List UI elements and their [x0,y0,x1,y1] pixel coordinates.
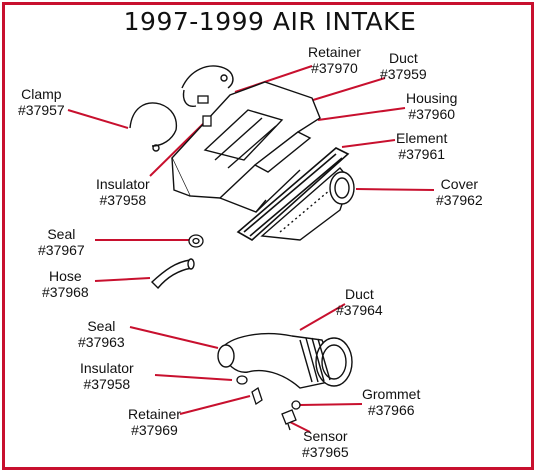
label-housing-37960: Housing#37960 [406,90,458,122]
leader-duct-top [299,77,386,105]
leader-insulator-top [149,121,206,177]
leader-sensor [289,421,311,433]
leader-seal-bottom [129,326,219,349]
label-seal-37963: Seal#37963 [78,318,125,350]
grommet-shape [291,400,301,410]
label-insulator-37958-top: Insulator#37958 [96,176,150,208]
label-retainer-37969: Retainer#37969 [128,406,181,438]
upper-small-parts [188,95,212,248]
label-insulator-37958-bottom: Insulator#37958 [80,360,134,392]
label-duct-37964: Duct#37964 [336,286,383,318]
leader-cover [355,188,435,191]
sensor-shape [281,409,297,425]
leader-grommet [299,403,363,406]
label-hose-37968: Hose#37968 [42,268,89,300]
leader-lines [67,65,435,433]
leader-retainer-bottom [179,395,251,415]
leader-duct-bottom [299,303,346,331]
diagram-title: 1997-1999 AIR INTAKE [123,7,417,36]
label-grommet-37966: Grommet#37966 [362,386,421,418]
label-duct-37959: Duct#37959 [380,50,427,82]
insulator-bottom-shape [236,375,248,385]
label-cover-37962: Cover#37962 [436,176,483,208]
leader-insulator-bottom [154,374,233,381]
clamp-part [129,65,234,152]
duct-bottom-part [217,333,353,389]
element-part [236,147,350,241]
leader-hose [94,277,151,282]
leader-clamp [67,109,129,129]
insulator-top-shape [202,115,212,127]
retainer-top-shape [197,95,209,104]
label-clamp-37957: Clamp#37957 [18,86,65,118]
leader-housing [317,107,406,121]
leader-element [341,139,396,148]
hose-part [150,258,195,290]
label-retainer-37970: Retainer#37970 [308,44,361,76]
label-sensor-37965: Sensor#37965 [302,428,349,460]
label-seal-37967: Seal#37967 [38,226,85,258]
lower-small-parts [236,375,301,431]
retainer-bottom-shape [251,386,263,406]
cover-part [260,167,355,241]
label-element-37961: Element#37961 [396,130,448,162]
housing-part [171,81,321,213]
